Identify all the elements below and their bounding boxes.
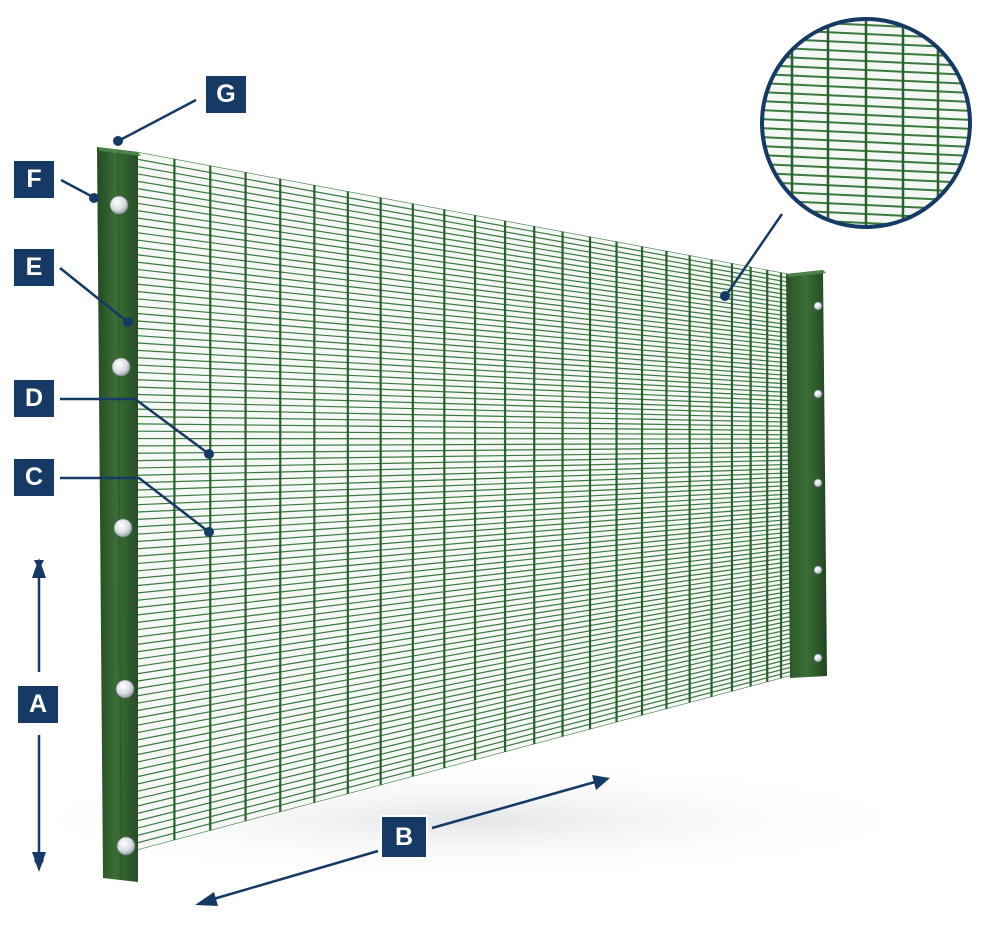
- bolt: [110, 196, 128, 214]
- bolt: [114, 519, 132, 537]
- bolt: [814, 479, 822, 487]
- right-post: [786, 270, 827, 678]
- label-a: A: [18, 686, 58, 723]
- label-d: D: [14, 380, 54, 417]
- label-e: E: [14, 249, 54, 286]
- bolt: [814, 654, 822, 662]
- bolt: [814, 390, 822, 398]
- bolt: [112, 358, 130, 376]
- label-c: C: [14, 459, 54, 496]
- bolt: [117, 837, 135, 855]
- bolt: [116, 680, 134, 698]
- label-b: B: [382, 817, 426, 857]
- magnifier-circle-icon: [760, 15, 972, 237]
- label-f: F: [14, 161, 54, 198]
- left-post: [97, 147, 141, 882]
- mesh-panel: [138, 152, 790, 850]
- leader-f: [61, 180, 91, 196]
- label-g: G: [206, 76, 246, 113]
- bolt: [814, 566, 822, 574]
- leader-g: [122, 100, 196, 139]
- bolt: [814, 302, 822, 310]
